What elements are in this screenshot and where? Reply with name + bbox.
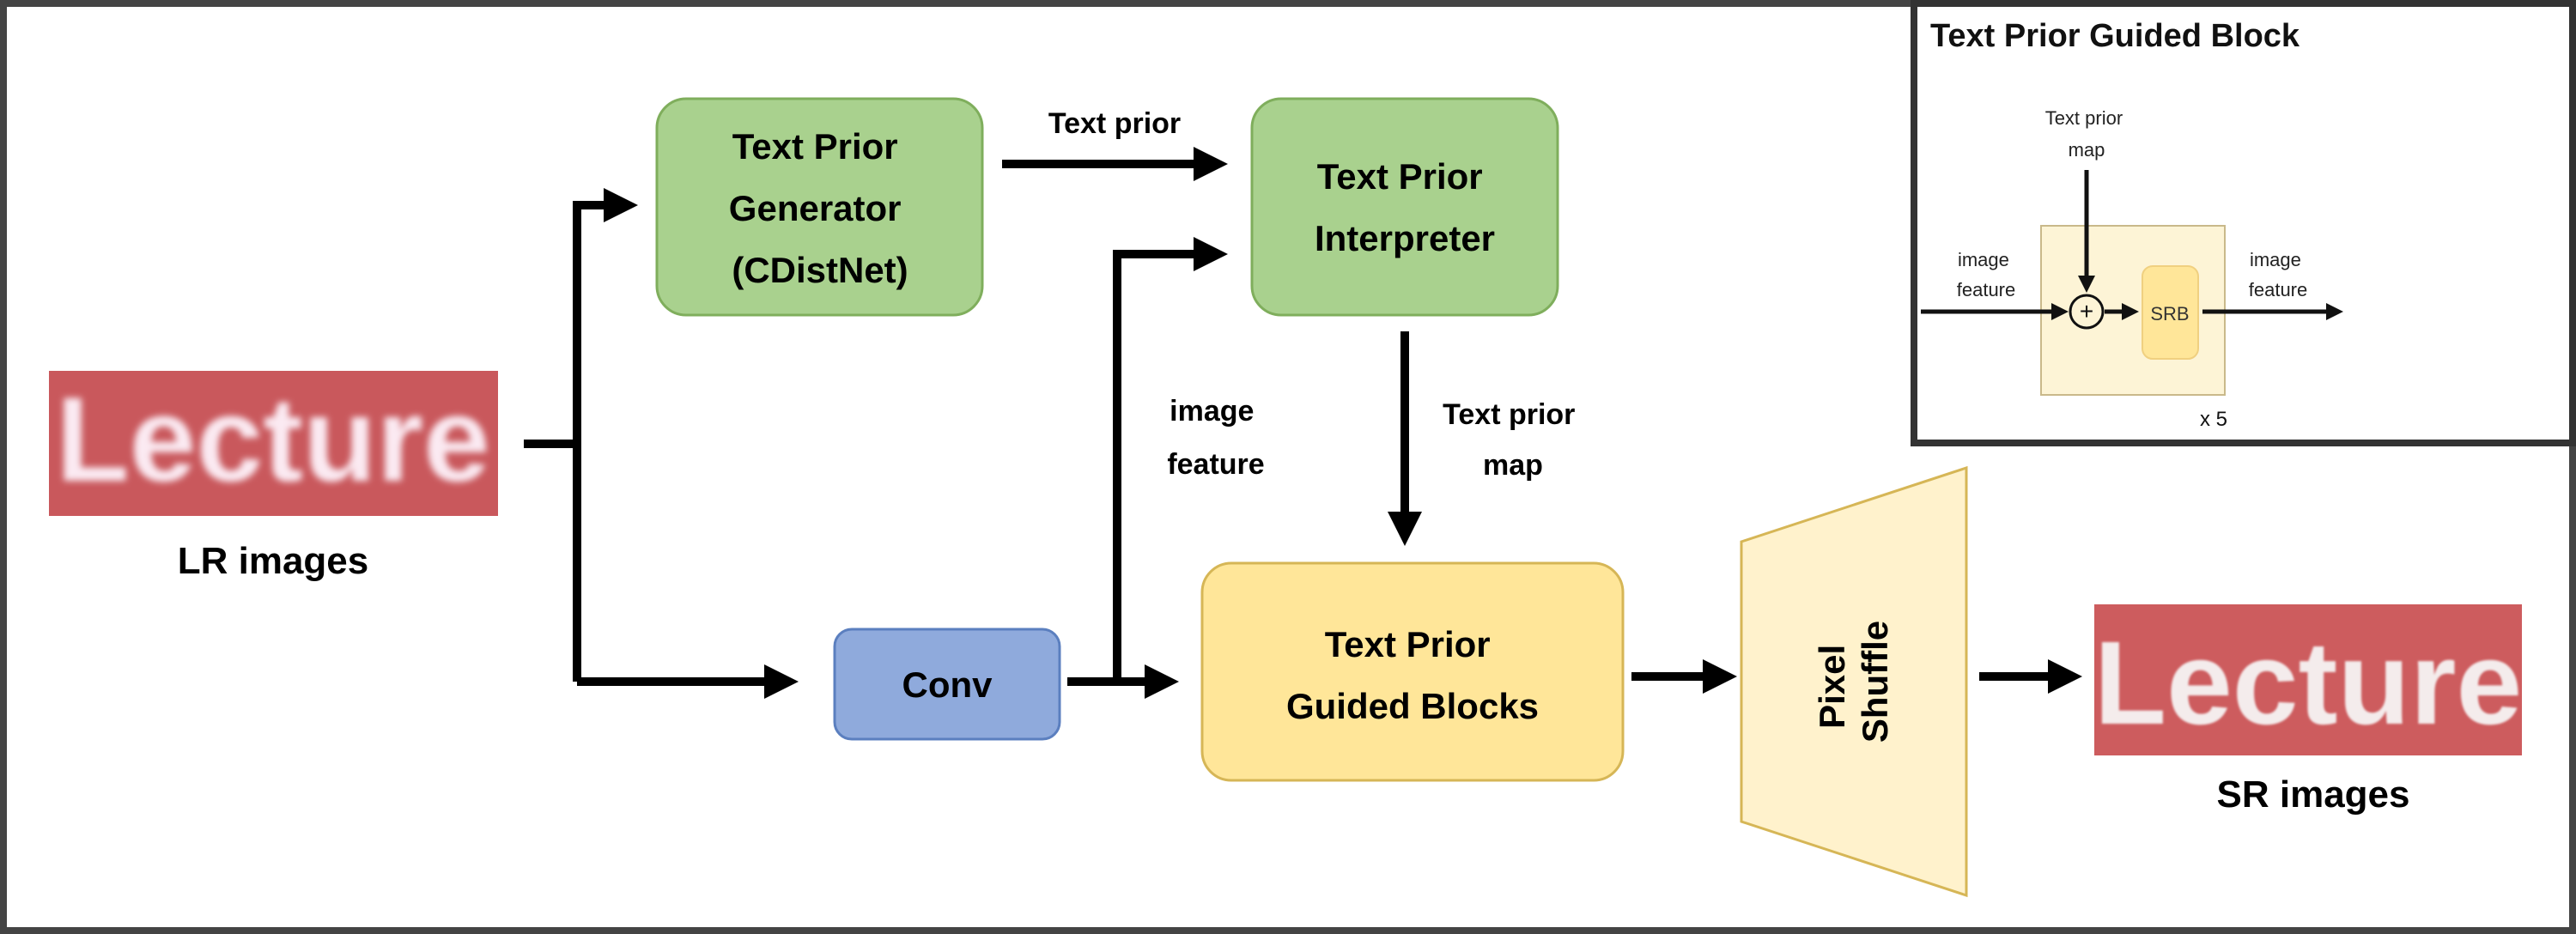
image-feature-label-1: image: [1170, 395, 1254, 428]
inset-output-label-2: feature: [2249, 279, 2308, 300]
guided-line-1: Text Prior: [1325, 624, 1491, 664]
inset-output-label-1: image: [2250, 249, 2301, 270]
conv-label: Conv: [902, 664, 993, 705]
inset-text-prior-map-2: map: [2069, 139, 2105, 161]
generator-line-1: Text Prior: [732, 126, 898, 167]
srb-block: [2142, 265, 2199, 360]
inset-input-label-1: image: [1958, 249, 2009, 270]
text-prior-map-label-2: map: [1483, 449, 1543, 482]
lr-image-text: Lecture: [56, 372, 490, 506]
conv-block: Conv: [833, 628, 1061, 741]
lr-images-label: LR images: [178, 540, 369, 582]
image-feature-arrows: [1067, 237, 1228, 699]
inset-text-prior-map-1: Text prior: [2045, 107, 2123, 129]
svg-text:Text Prior Generator: Text Prior Generator (CDistNet): [729, 126, 911, 290]
inset-input-label-2: feature: [1957, 279, 2016, 300]
pixel-shuffle-line-2: Shuffle: [1855, 621, 1895, 743]
guided-line-2: Guided Blocks: [1286, 686, 1539, 726]
text-prior-guided-blocks: Text Prior Guided Blocks: [1200, 561, 1625, 782]
lr-branch-arrows: [524, 188, 799, 699]
generator-line-2: Generator: [729, 188, 902, 228]
svg-text:image feature: image feature: [2249, 249, 2308, 300]
pixel-shuffle-block: Pixel Shuffle: [1740, 465, 1968, 898]
lr-image: Lecture: [49, 371, 498, 516]
inset-repeat-label: x 5: [2200, 408, 2227, 431]
svg-text:Pixel Shuffle: Pixel Shuffle: [1812, 621, 1895, 743]
srb-label: SRB: [2150, 303, 2189, 324]
svg-text:image feature: image feature: [1957, 249, 2016, 300]
svg-text:Text Prior Guided Blocks: Text Prior Guided Blocks: [1286, 624, 1539, 726]
pixel-shuffle-line-1: Pixel: [1812, 645, 1852, 729]
interpreter-line-2: Interpreter: [1315, 218, 1495, 258]
sr-image-text: Lecture: [2094, 617, 2523, 749]
add-symbol: +: [2080, 298, 2093, 324]
text-prior-interpreter-block: Text Prior Interpreter: [1250, 97, 1559, 317]
text-prior-generator-block: Text Prior Generator (CDistNet): [655, 97, 984, 317]
svg-text:Text prior map: Text prior map: [2045, 107, 2129, 161]
text-prior-map-label-1: Text prior: [1443, 398, 1575, 431]
svg-text:image feature: image feature: [1167, 395, 1264, 481]
image-feature-label-2: feature: [1167, 448, 1264, 481]
add-icon: [2069, 294, 2105, 330]
inset-title: Text Prior Guided Block: [1930, 18, 2300, 54]
generator-line-3: (CDistNet): [732, 250, 908, 290]
inset-text-prior-guided-block: Text Prior Guided Block Text prior map i…: [1911, 0, 2576, 446]
interpreter-line-1: Text Prior: [1317, 156, 1483, 197]
svg-text:Text Prior Interpreter: Text Prior Interpreter: [1315, 156, 1495, 258]
svg-text:Text prior map: Text prior map: [1443, 398, 1583, 482]
text-prior-label: Text prior: [1048, 107, 1181, 140]
sr-images-label: SR images: [2217, 773, 2410, 816]
sr-image: Lecture: [2094, 604, 2523, 755]
